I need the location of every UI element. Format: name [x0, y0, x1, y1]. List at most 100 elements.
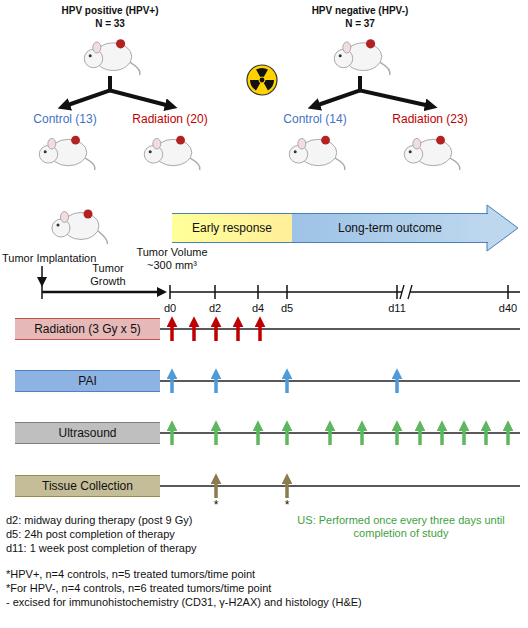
tumor [366, 39, 375, 48]
mouse-eye [339, 54, 342, 57]
band-arrowhead [487, 205, 518, 251]
ultrasound-arrow [462, 428, 466, 445]
timeline-tick [396, 285, 398, 299]
timeline-tick [214, 285, 216, 299]
mouse-ear [298, 138, 306, 149]
mouse-ear [48, 138, 56, 149]
box-label: Early response [192, 221, 272, 236]
split-arrow [110, 76, 170, 106]
timeline-axis [170, 291, 520, 293]
ultrasound-arrow [214, 428, 218, 445]
mouse-ear [343, 42, 351, 53]
timeline-label: Tumor Implantation [2, 252, 96, 265]
tumor [71, 136, 80, 145]
tumor [176, 136, 185, 145]
mouse-illustration [52, 210, 107, 245]
ultrasound-arrow [506, 428, 510, 445]
box-label: Radiation (3 Gy x 5) [34, 322, 141, 337]
group-label: Radiation (23) [392, 112, 467, 127]
radiation-symbol [247, 65, 277, 95]
ultrasound-arrow [395, 428, 399, 445]
timeline-tick [507, 285, 509, 299]
radiation-blade [250, 80, 260, 90]
radiation-symbol [247, 65, 277, 95]
mouse-ear [153, 138, 161, 149]
modality-box: Ultrasound [15, 422, 160, 444]
timeline-tick [286, 285, 288, 299]
mouse-head [84, 49, 102, 67]
box-label: PAI [78, 374, 96, 389]
footnote: *For HPV-, n=4 controls, n=6 treated tum… [6, 582, 271, 595]
phase-band: Early response [172, 213, 292, 243]
timeline-label: Tumor Growth [84, 262, 132, 288]
ultrasound-arrow [285, 428, 289, 445]
timeline-tick [169, 285, 171, 299]
group-label: N = 33 [95, 17, 125, 30]
group-label: Control (13) [33, 112, 96, 127]
mouse-tail [85, 158, 95, 170]
modality-box: Radiation (3 Gy x 5) [15, 318, 160, 340]
radiation-arrow [214, 324, 218, 341]
radiation-blade [264, 80, 274, 90]
mouse-group: Control (14) [270, 112, 360, 171]
day-tick-label: d5 [275, 302, 299, 315]
group-label: HPV negative (HPV-) [312, 4, 409, 17]
group-label: N = 37 [345, 17, 375, 30]
ultrasound-arrow [418, 428, 422, 445]
mouse-group: Radiation (20) [125, 112, 215, 171]
split-arrow [315, 76, 360, 106]
row-line [160, 380, 520, 381]
split-arrow [360, 76, 430, 106]
mouse-group: Radiation (23) [385, 112, 475, 171]
ultrasound-arrow [360, 428, 364, 445]
ultrasound-arrow [256, 428, 260, 445]
footnote: US: Performed once every three days unti… [292, 514, 510, 540]
radiation-arrow [258, 324, 262, 341]
radiation-blade [256, 68, 268, 77]
mouse-group: Control (13) [20, 112, 110, 171]
phase-band: Long-term outcome [292, 213, 488, 243]
split-arrow-group [360, 76, 430, 106]
ultrasound-arrow [440, 428, 444, 445]
mouse-head [144, 145, 162, 163]
day-tick-label: d11 [385, 302, 409, 315]
group-label: Control (14) [283, 112, 346, 127]
mouse-eye [294, 150, 297, 153]
day-tick-label: d4 [246, 302, 270, 315]
footnote: d11: 1 week post completion of therapy [6, 542, 197, 555]
tumor [84, 210, 93, 219]
mouse-eye [44, 150, 47, 153]
split-arrow [65, 76, 110, 106]
tissue-arrow [285, 481, 289, 498]
pai-arrow [170, 376, 174, 393]
tissue-arrow [214, 481, 218, 498]
modality-box: PAI [15, 370, 160, 392]
mouse-ear [61, 212, 69, 223]
day-tick-label: d40 [496, 302, 520, 315]
box-label: Long-term outcome [338, 221, 442, 236]
tumor [321, 136, 330, 145]
group-label: Radiation (20) [132, 112, 207, 127]
implantation-arrow [41, 266, 43, 280]
mouse-group: HPV positive (HPV+)N = 33 [50, 4, 170, 76]
mouse-ear [93, 42, 101, 53]
mouse-illustration [77, 30, 143, 76]
pai-arrow [214, 376, 218, 393]
mouse-tail [380, 62, 390, 75]
split-arrow-group [315, 76, 360, 106]
mouse-tail [130, 62, 140, 75]
mouse-head [52, 219, 70, 237]
mouse-illustration [327, 30, 393, 76]
timeline-tick [41, 285, 43, 299]
footnote: - excised for immunohistochemistry (CD31… [6, 596, 362, 609]
ultrasound-arrow [328, 428, 332, 445]
pai-arrow [395, 376, 399, 393]
split-arrow-group [65, 76, 110, 106]
timeline-tick [257, 285, 259, 299]
tumor [116, 39, 125, 48]
radiation-arrow [170, 324, 174, 341]
ultrasound-arrow [484, 428, 488, 445]
mouse-eye [89, 54, 92, 57]
tumor [436, 136, 445, 145]
